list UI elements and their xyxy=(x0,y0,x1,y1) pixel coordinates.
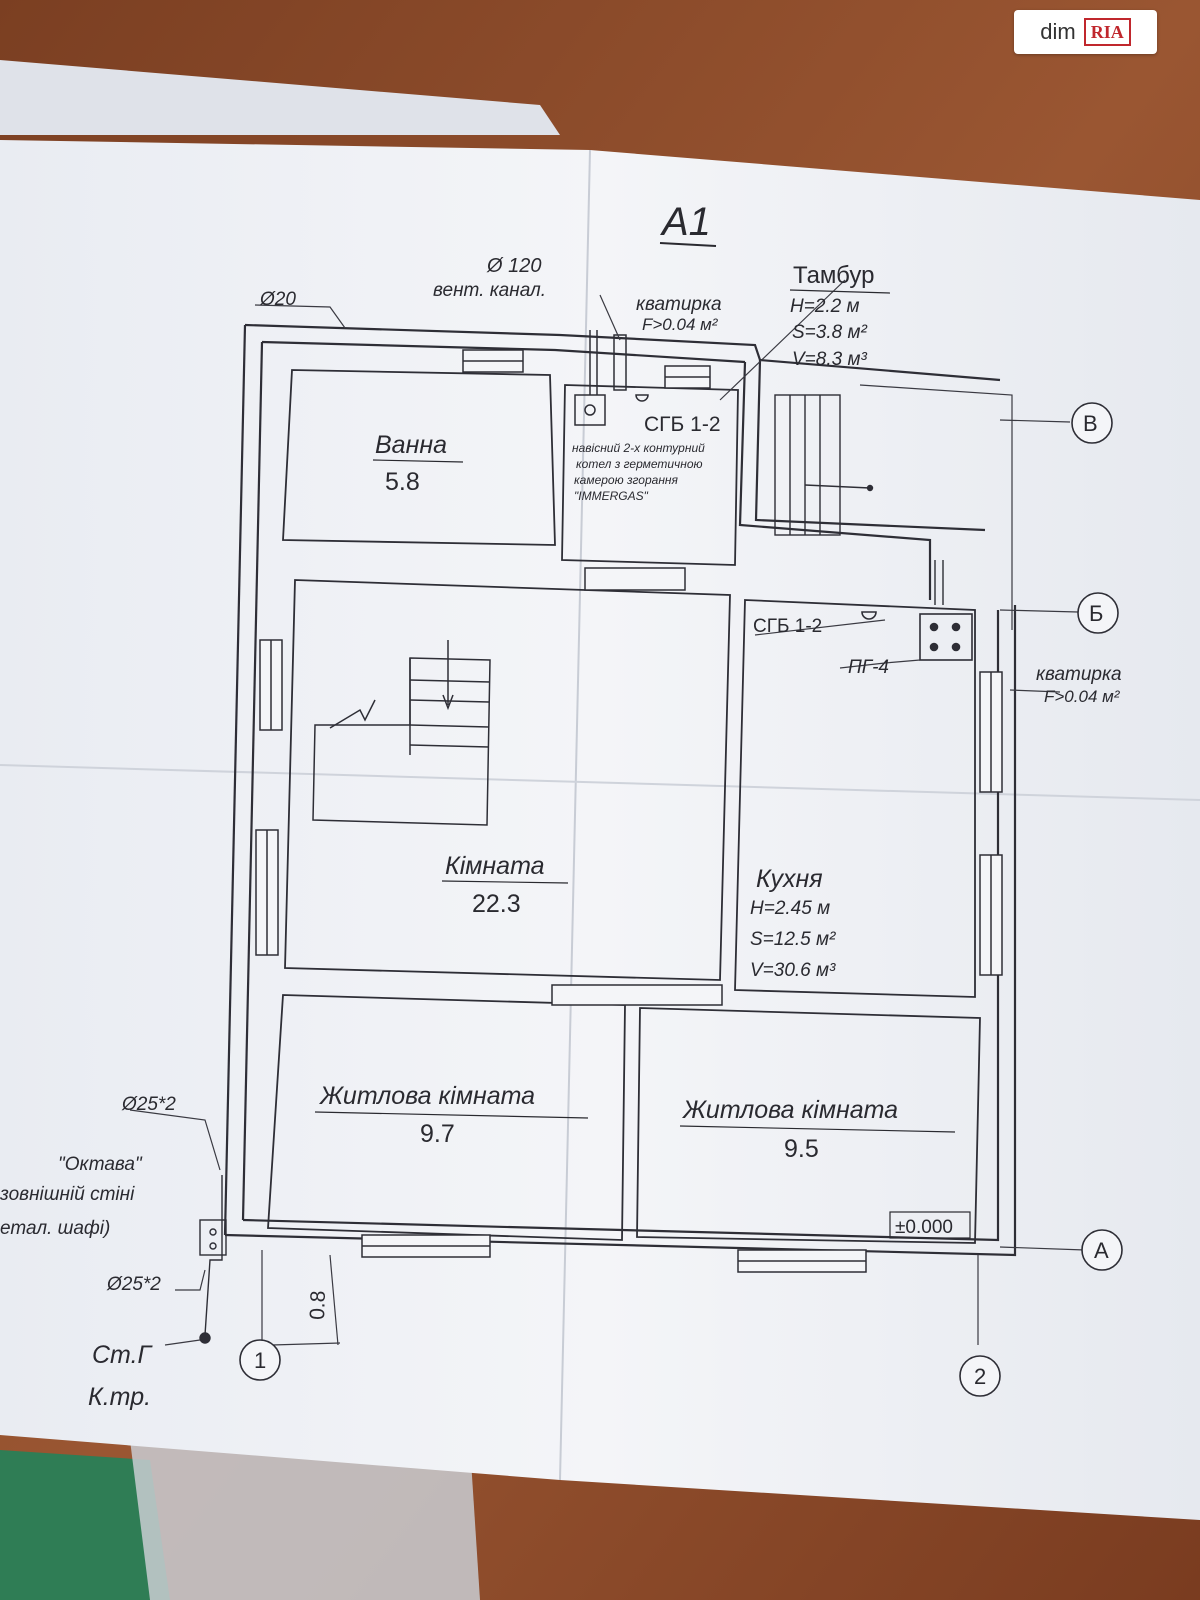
room-bedroom-1-underline xyxy=(314,1111,589,1119)
room-name-bedroom-1: Житлова кімната xyxy=(318,1082,535,1110)
kitchen-v: V=30.6 м³ xyxy=(750,960,836,981)
axis-label-a: А xyxy=(1094,1238,1109,1263)
room-area-bedroom-2: 9.5 xyxy=(784,1135,819,1163)
boiler-sgb: СГБ 1-2 xyxy=(644,413,721,436)
window-right-label: кватирка xyxy=(1036,664,1122,685)
interior-stairs xyxy=(312,640,491,826)
room-name-kitchen: Кухня xyxy=(756,865,823,893)
gas-stove xyxy=(861,611,973,661)
boiler-symbols xyxy=(574,330,649,426)
tambur-v: V=8.3 м³ xyxy=(792,349,867,370)
axis-lines xyxy=(261,384,1086,1346)
axis-label-v: В xyxy=(1083,411,1098,436)
room-area-bath: 5.8 xyxy=(385,468,420,496)
green-folder xyxy=(0,1450,170,1600)
meter-line2: зовнішній стіні xyxy=(0,1184,135,1205)
kitchen-s: S=12.5 м² xyxy=(750,929,836,950)
sheet-fold xyxy=(0,764,1200,801)
room-bedroom-2-underline xyxy=(679,1125,956,1133)
level-mark: ±0.000 xyxy=(895,1217,953,1238)
kitchen-h: H=2.45 м xyxy=(750,898,830,919)
tambur-underline xyxy=(789,289,891,294)
window-right-area: F>0.04 м² xyxy=(1044,687,1121,706)
stove-label: ПГ-4 xyxy=(848,657,889,678)
room-name-main: Кімната xyxy=(445,852,545,880)
boiler-line2: котел з герметичною xyxy=(576,457,703,471)
vent-diameter: Ø 120 xyxy=(486,255,541,277)
meter-pipe-b: Ø25*2 xyxy=(106,1274,161,1295)
plastic-sleeve xyxy=(130,1440,480,1600)
meter-ktr: К.тр. xyxy=(88,1383,151,1411)
window-top-label: кватирка xyxy=(636,294,722,315)
leader-lines xyxy=(129,279,1061,1346)
sheet-title: A1 xyxy=(660,200,711,244)
meter-name: "Октава" xyxy=(58,1154,143,1175)
room-name-bath: Ванна xyxy=(375,431,447,459)
axis-label-b: Б xyxy=(1089,601,1103,626)
sheet-fold xyxy=(559,149,591,1481)
back-sheet xyxy=(0,60,560,135)
tambur-title: Тамбур xyxy=(793,262,874,289)
tambur-h: H=2.2 м xyxy=(790,296,860,317)
window-top-area: F>0.04 м² xyxy=(642,315,719,334)
room-area-main: 22.3 xyxy=(472,890,521,918)
axis-markers xyxy=(239,402,1123,1397)
stove-sgb: СГБ 1-2 xyxy=(753,616,822,637)
meter-line3: етал. шафі) xyxy=(0,1218,110,1239)
sheet-title-underline xyxy=(659,242,717,247)
watermark-logo: dim RIA xyxy=(1014,10,1157,54)
meter-pipe-a: Ø25*2 xyxy=(121,1094,176,1115)
dimension-label: 0.8 xyxy=(306,1290,330,1320)
axis-label-1: 1 xyxy=(254,1348,266,1373)
boiler-line3: камерою згорання xyxy=(574,473,679,487)
axis-label-2: 2 xyxy=(974,1364,986,1389)
boiler-line1: навісний 2-х контурний xyxy=(572,441,705,455)
entrance-steps xyxy=(774,394,874,536)
tambur-s: S=3.8 м² xyxy=(792,322,867,343)
gas-line xyxy=(199,560,944,1344)
boiler-line4: "IMMERGAS" xyxy=(574,489,649,503)
room-name-bedroom-2: Житлова кімната xyxy=(681,1096,898,1124)
room-outlines xyxy=(267,369,981,1244)
watermark-site: dim xyxy=(1040,19,1076,44)
pipe-top-label: Ø20 xyxy=(259,289,296,310)
drawing-sheet xyxy=(0,140,1200,1520)
room-area-bedroom-1: 9.7 xyxy=(420,1120,455,1148)
vent-label: вент. канал. xyxy=(433,280,546,301)
watermark-brand: RIA xyxy=(1083,18,1131,46)
level-mark-box xyxy=(889,1211,971,1239)
room-bath-underline xyxy=(372,459,464,463)
windows xyxy=(255,349,1003,1273)
meter-st: Ст.Г xyxy=(92,1341,154,1369)
room-main-underline xyxy=(441,880,569,884)
